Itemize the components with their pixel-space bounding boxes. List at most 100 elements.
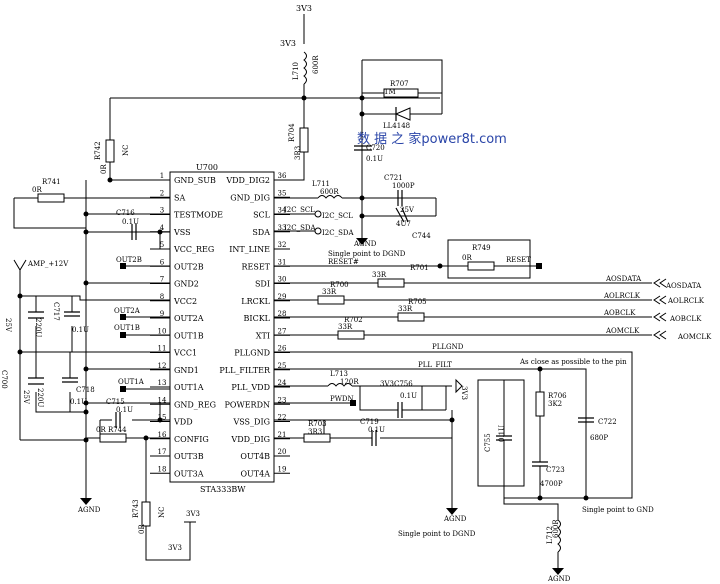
ground-symbol bbox=[446, 508, 458, 515]
ic-pin-name: OUT2A bbox=[174, 314, 204, 323]
capacitor-c718 bbox=[62, 377, 78, 383]
resistor-r744 bbox=[99, 433, 127, 443]
ic-pin-number: 10 bbox=[158, 327, 167, 335]
r704-ref: R704 bbox=[288, 123, 296, 142]
r744-label: 0R R744 bbox=[96, 426, 127, 434]
junction bbox=[359, 95, 365, 101]
label-out2b: OUT2B bbox=[116, 256, 142, 264]
r743-val: 0R bbox=[138, 524, 146, 534]
label-aosdata: AOSDATA bbox=[605, 275, 642, 283]
note-dgnd-bottom: Single point to DGND bbox=[398, 530, 476, 538]
note-dgnd-top: Single point to DGND bbox=[328, 250, 406, 258]
label-3v3-e: 3V3 bbox=[168, 544, 182, 552]
ic-pin-number: 20 bbox=[278, 448, 287, 456]
supply-arrow-amp bbox=[13, 259, 27, 296]
port-pwdn bbox=[350, 400, 356, 406]
diode-ll4148 bbox=[394, 107, 411, 121]
label-agnd-right: AGND bbox=[547, 575, 571, 583]
ic-pin-number: 30 bbox=[278, 276, 287, 284]
c722-val: 680P bbox=[590, 434, 608, 442]
ic-pin-number: 17 bbox=[158, 448, 167, 456]
ic-pin-name: BICKL bbox=[244, 314, 271, 323]
arrow-aomclk bbox=[653, 330, 667, 340]
c755-box bbox=[477, 379, 525, 487]
r702-val: 33R bbox=[338, 323, 353, 331]
wire bbox=[35, 296, 73, 352]
ic-pin-name: OUT1B bbox=[174, 331, 204, 340]
ic-u700-body bbox=[169, 171, 275, 483]
resistor-r700 bbox=[317, 295, 345, 305]
supply-arrow bbox=[455, 378, 463, 394]
junction bbox=[83, 280, 89, 286]
resistor-r743 bbox=[141, 501, 151, 527]
wire bbox=[35, 352, 86, 413]
c716-ref: C716 bbox=[116, 209, 135, 217]
r701-ref: R701 bbox=[410, 264, 429, 272]
wire-pllgnd bbox=[274, 351, 633, 499]
ic-pin-name: RESET bbox=[241, 262, 270, 271]
r749-ref: R749 bbox=[472, 244, 491, 252]
ground-symbol bbox=[356, 238, 368, 245]
arrow-aobclk bbox=[653, 312, 667, 322]
ic-pin-number: 8 bbox=[160, 293, 164, 301]
ic-pin-name: CONFIG bbox=[174, 435, 209, 444]
ic-pin-name: VCC1 bbox=[173, 349, 197, 358]
ic-pin-number: 15 bbox=[158, 414, 167, 422]
ic-pin-number: 13 bbox=[158, 379, 167, 387]
ic-pin-name: GND1 bbox=[174, 366, 199, 375]
junction bbox=[537, 495, 543, 501]
port-out1b bbox=[120, 332, 126, 338]
r704-val: 3R3 bbox=[294, 146, 302, 160]
label-aobclk-2: AOBCLK bbox=[669, 315, 702, 323]
capacitor-c717 bbox=[64, 311, 80, 317]
l713-ref: L713 bbox=[330, 370, 348, 378]
l712-ref: L712 bbox=[546, 526, 554, 544]
ic-pin-name: GND_DIG bbox=[230, 193, 270, 202]
label-pll-filt: PLL_FILT bbox=[418, 361, 452, 369]
capacitor-c7xx bbox=[28, 311, 44, 319]
r741-ref: R741 bbox=[42, 178, 61, 186]
ic-pin-number: 12 bbox=[158, 362, 167, 370]
capacitor-c715 bbox=[115, 412, 121, 428]
wire bbox=[324, 419, 452, 439]
arrow-aolrclk bbox=[653, 295, 667, 305]
label-3v3-c: 3V3 bbox=[460, 386, 468, 400]
capacitor-c756 bbox=[397, 402, 403, 418]
c722-ref: C722 bbox=[598, 418, 617, 426]
ground-symbol bbox=[80, 498, 92, 505]
wire bbox=[274, 152, 305, 181]
ic-pin-number: 16 bbox=[158, 431, 167, 439]
label-aolrclk: AOLRCLK bbox=[603, 292, 641, 300]
resistor-r701 bbox=[377, 278, 405, 288]
ic-pin-number: 5 bbox=[160, 241, 164, 249]
ic-pin-name: GND_REG bbox=[174, 400, 216, 409]
ic-pin-name: XTI bbox=[256, 331, 270, 340]
port-out1a bbox=[120, 386, 126, 392]
ic-pin-name: SDI bbox=[255, 280, 270, 289]
c744-val: 4U7 bbox=[396, 220, 411, 228]
c723-val: 4700P bbox=[540, 480, 563, 488]
ic-pin-name: VCC_REG bbox=[173, 245, 214, 254]
label-i2c-sda-2: I2C_SDA bbox=[322, 229, 354, 237]
r703-ref: R703 bbox=[308, 420, 327, 428]
port-out2a bbox=[120, 314, 126, 320]
note-gnd: Single point to GND bbox=[582, 506, 654, 514]
c7xx-val: 220U bbox=[34, 318, 42, 337]
junction bbox=[83, 437, 89, 443]
ic-pin-number: 24 bbox=[278, 379, 287, 387]
inductor-l710 bbox=[303, 51, 307, 85]
r706-val: 3K2 bbox=[548, 400, 562, 408]
c721-ref: C721 bbox=[384, 174, 403, 182]
l712-val: 600R bbox=[552, 519, 560, 538]
ground-symbol bbox=[552, 568, 564, 575]
resistor-r705 bbox=[397, 312, 425, 322]
c715-ref: C715 bbox=[106, 398, 125, 406]
arrow-aosdata bbox=[653, 278, 667, 288]
inductor-l713 bbox=[327, 383, 353, 387]
resistor-r749 bbox=[467, 261, 495, 271]
label-out2a: OUT2A bbox=[114, 307, 141, 315]
junction bbox=[17, 349, 23, 355]
ic-pin-number: 32 bbox=[278, 241, 287, 249]
ic-pin-name: TESTMODE bbox=[174, 211, 223, 220]
ic-pin-name: VCC2 bbox=[173, 297, 197, 306]
